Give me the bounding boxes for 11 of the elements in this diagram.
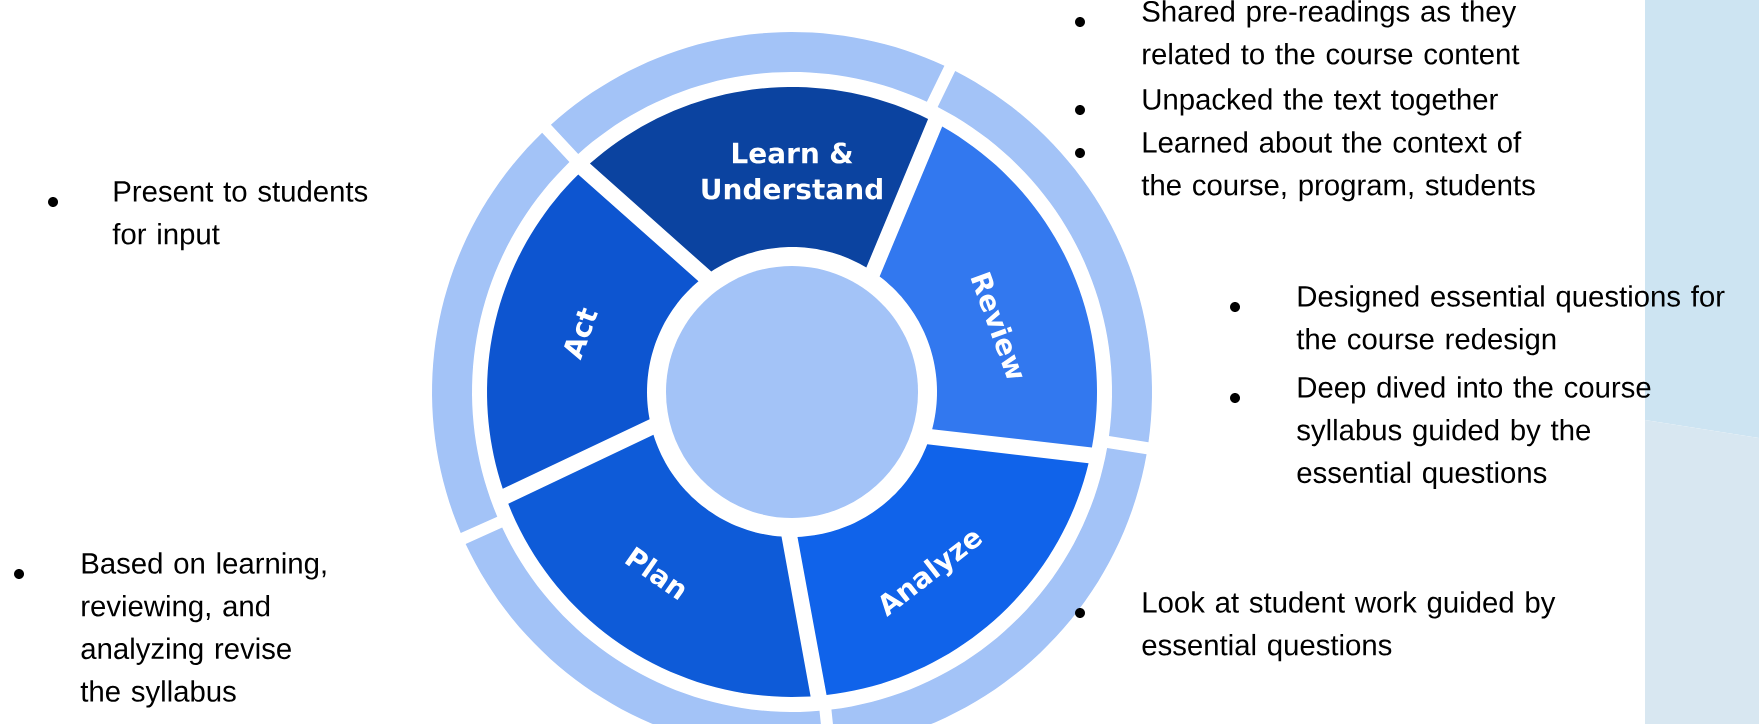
cycle-segment: Act (487, 174, 699, 489)
bullet-text: Deep dived into the course syllabus guided by the essential questions (1297, 376, 1651, 489)
bullet-text: Designed essential questions for the course redesign (1296, 285, 1725, 356)
bullet-text: Based on learning, reviewing, and analyzing revise the syllabus (80, 552, 326, 708)
bullet-text: Present to students for input (112, 180, 368, 251)
center-circle (666, 266, 918, 518)
bullet-text: Learned about the context of the course, program, students (1141, 131, 1535, 202)
bullet-text: Look at student work guided by essential questions (1142, 591, 1556, 662)
bullet-text: Shared pre-readings as they related to the course content (1142, 0, 1520, 65)
cycle-segment: Learn & Understand (589, 87, 929, 272)
bullet-text: Unpacked the text together (1143, 88, 1498, 116)
